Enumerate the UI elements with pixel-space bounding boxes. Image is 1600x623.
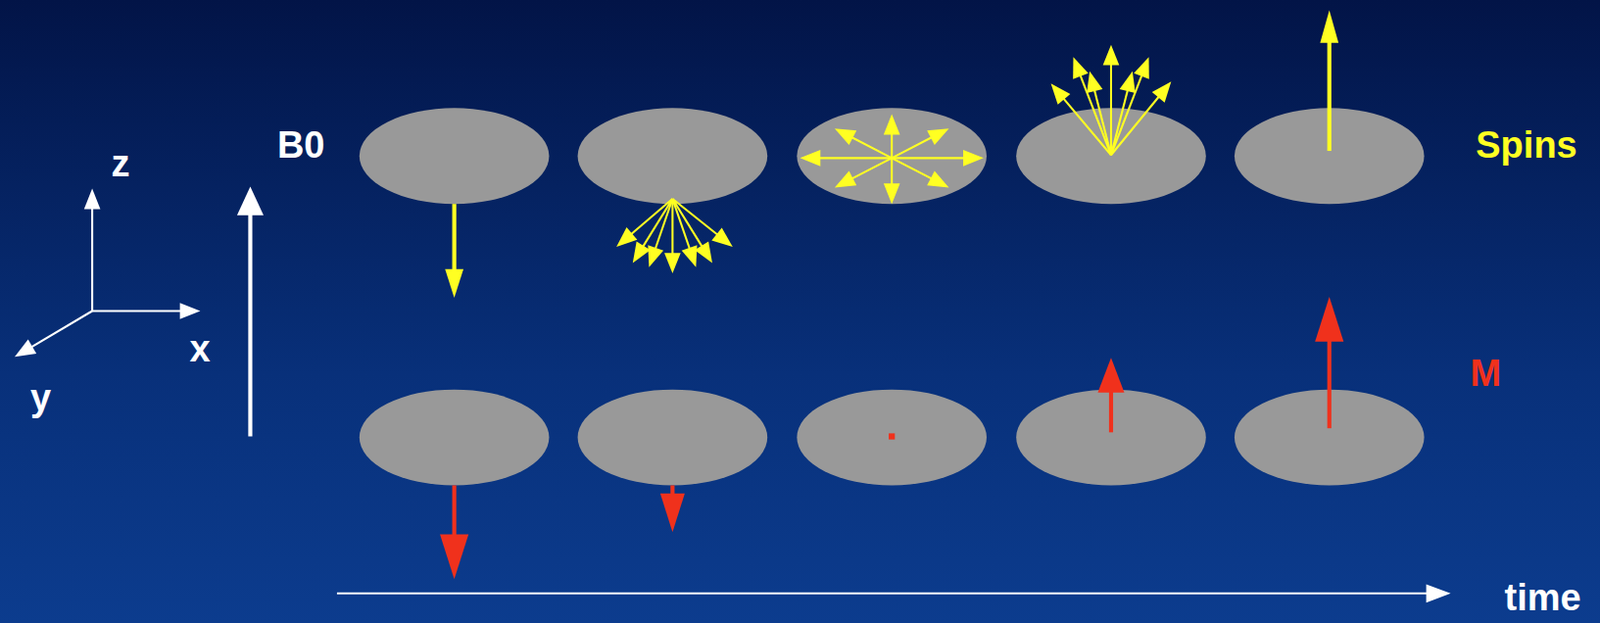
spin-arrow-head <box>1051 83 1071 104</box>
x-axis-head <box>180 302 201 320</box>
spin-arrow-shaft <box>891 157 933 180</box>
sample-ellipse <box>578 389 769 486</box>
spin-arrow-head <box>694 241 713 263</box>
spin-arrow-head <box>1319 9 1339 43</box>
spin-arrow-head <box>1152 81 1172 102</box>
coordinate-axes <box>14 186 264 437</box>
spin-arrow-shaft <box>672 198 719 236</box>
spin-arrow-shaft <box>1327 41 1332 151</box>
m-zero-dot <box>888 433 895 439</box>
spin-arrow-shaft <box>671 198 674 255</box>
spin-arrow-shaft <box>851 157 893 180</box>
b0-field-arrow-head <box>237 186 264 215</box>
spin-arrow-shaft <box>890 132 893 158</box>
axis-label: z <box>110 145 130 183</box>
m-arrow-head <box>439 533 469 580</box>
sample-ellipse <box>359 107 550 204</box>
spin-arrow-shaft <box>890 157 893 186</box>
row-label: M <box>1470 354 1503 392</box>
spin-arrow-head <box>834 171 857 189</box>
spin-arrow-head <box>711 227 732 246</box>
spin-arrow-head <box>1133 56 1150 79</box>
time-axis-shaft <box>337 592 1429 595</box>
spin-arrow-shaft <box>672 198 703 248</box>
spin-arrow-head <box>926 171 949 189</box>
spin-arrow-head <box>664 252 681 274</box>
z-axis-shaft <box>91 206 94 311</box>
spin-arrow-head <box>883 114 901 136</box>
spin-arrow-shaft <box>1111 96 1161 155</box>
spin-arrow-head <box>963 149 984 167</box>
spin-arrow-head <box>1119 71 1136 94</box>
axis-label: y <box>30 379 51 417</box>
axis-label: x <box>190 330 211 368</box>
time-axis-head <box>1426 583 1452 603</box>
m-arrow-shaft <box>452 484 457 536</box>
m-arrow-head <box>1314 296 1344 342</box>
y-axis-shaft <box>30 310 93 347</box>
spin-arrow-head <box>681 244 698 267</box>
spin-arrow-head <box>883 183 901 204</box>
m-arrow-head <box>660 493 685 534</box>
spin-arrow-head <box>800 149 822 167</box>
sample-ellipse <box>796 389 987 486</box>
spin-arrow-head <box>1103 45 1120 66</box>
spin-arrow-head <box>1086 71 1103 94</box>
spin-arrow-head <box>834 128 857 146</box>
spin-arrow-head <box>444 269 464 298</box>
m-arrow-shaft <box>1109 390 1114 434</box>
sample-ellipse <box>578 107 769 204</box>
m-arrow-shaft <box>1327 339 1332 430</box>
spin-arrow-head <box>616 227 637 247</box>
sample-ellipse <box>796 107 987 204</box>
magnetization-arrows <box>439 296 1344 580</box>
spin-arrow-head <box>632 241 651 263</box>
spin-arrow-shaft <box>1111 74 1143 155</box>
x-axis-shaft <box>92 309 183 312</box>
spin-arrow-shaft <box>452 203 457 272</box>
row-label: Spins <box>1475 126 1577 164</box>
y-axis-head <box>14 339 37 358</box>
spin-arrow-shaft <box>1094 89 1112 155</box>
axis-label: time <box>1504 579 1582 617</box>
spin-arrow-head <box>926 128 949 146</box>
spin-arrow-shaft <box>851 137 893 159</box>
field-label: B0 <box>277 126 326 164</box>
sample-ellipse <box>1016 389 1207 486</box>
spin-arrows <box>444 9 1339 298</box>
spin-arrow-shaft <box>1110 63 1113 156</box>
z-axis-head <box>84 189 101 210</box>
ellipses <box>359 107 1425 485</box>
b0-field-arrow-shaft <box>247 213 252 437</box>
spin-arrow-shaft <box>655 198 674 250</box>
spin-arrow-shaft <box>891 156 966 159</box>
spin-arrow-head <box>1072 56 1089 79</box>
m-arrow-head <box>1097 357 1124 392</box>
sample-ellipse <box>359 389 550 486</box>
spin-arrow-head <box>647 244 664 267</box>
spin-arrow-shaft <box>891 137 933 159</box>
spin-arrow-shaft <box>818 156 892 159</box>
time-axis <box>337 583 1452 603</box>
